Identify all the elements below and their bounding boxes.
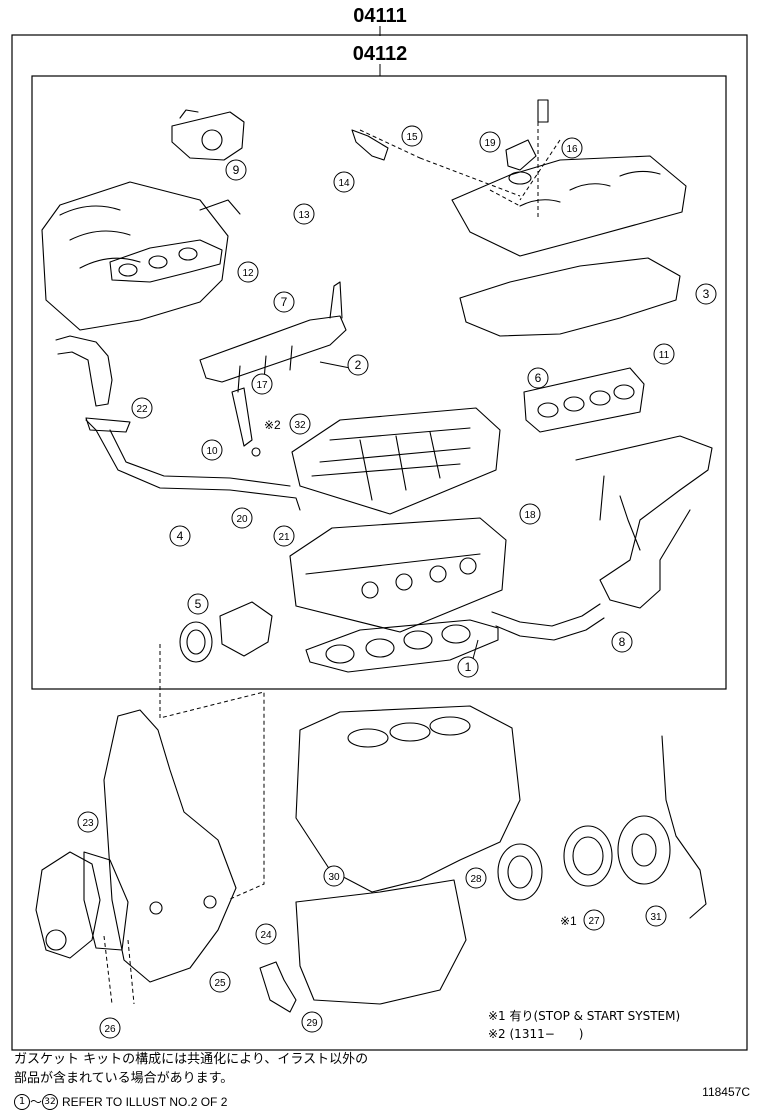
exhaust-front-pipe-drawing bbox=[55, 335, 301, 511]
head-cover-gasket-drawing bbox=[459, 257, 681, 337]
callout-11: 11 bbox=[659, 350, 670, 361]
camshaft-housing-drawing bbox=[291, 407, 501, 515]
outer-kit-frame bbox=[11, 34, 748, 1051]
callout-3: 3 bbox=[703, 287, 710, 301]
intake-manifold-drawing bbox=[41, 181, 241, 331]
range-tilde: ～ bbox=[30, 1095, 43, 1109]
callout-10: 10 bbox=[206, 446, 218, 457]
head-cover-drawing bbox=[451, 155, 687, 257]
vvt-sensor-drawing bbox=[351, 129, 389, 161]
oil-filter-bracket-drawing bbox=[259, 961, 297, 1013]
callout-12: 12 bbox=[242, 268, 254, 279]
callout-23: 23 bbox=[82, 818, 94, 829]
oil-pan-drawing bbox=[295, 879, 467, 1005]
callout-19: 19 bbox=[484, 138, 496, 149]
inner-kit-frame bbox=[31, 75, 727, 690]
exhaust-manifold-gasket-drawing bbox=[523, 367, 645, 433]
callout-30: 30 bbox=[328, 872, 340, 883]
callout-8: 8 bbox=[619, 635, 626, 649]
throttle-body-drawing bbox=[171, 109, 245, 161]
oil-filler-drawing bbox=[505, 99, 549, 171]
callout-1: 1 bbox=[465, 660, 472, 674]
rear-oil-seal-retainer-drawing bbox=[563, 825, 613, 887]
callout-13: 13 bbox=[298, 210, 310, 221]
head-gasket-drawing bbox=[305, 619, 499, 673]
oil-dipstick-guide-drawing bbox=[661, 735, 707, 919]
callout-2: 2 bbox=[355, 358, 362, 372]
figure-code: 118457C bbox=[702, 1085, 750, 1099]
kit-number-inner: 04112 bbox=[353, 43, 408, 65]
callout-24: 24 bbox=[260, 930, 272, 941]
callout-7: 7 bbox=[281, 295, 288, 309]
range-start-badge: 1 bbox=[14, 1094, 30, 1110]
water-pump-gasket-drawing bbox=[83, 851, 129, 951]
footer-japanese-line-1: ガスケット キットの構成には共通化により、イラスト以外の bbox=[14, 1052, 369, 1067]
callout-4: 4 bbox=[177, 529, 184, 543]
fuel-rail-drawing bbox=[199, 281, 347, 393]
callout-22: 22 bbox=[136, 404, 148, 415]
callout-26: 26 bbox=[104, 1024, 116, 1035]
legend-note-2: ※2 (1311− ) bbox=[488, 1027, 584, 1041]
callout-32: 32 bbox=[294, 420, 306, 431]
callout-9: 9 bbox=[233, 163, 240, 177]
callout-17: 17 bbox=[256, 380, 268, 391]
refer-text: REFER TO ILLUST NO.2 OF 2 bbox=[62, 1095, 228, 1109]
water-pump-drawing bbox=[35, 851, 101, 959]
callout-21: 21 bbox=[278, 532, 290, 543]
front-oil-seal-drawing bbox=[179, 621, 213, 663]
callout-28: 28 bbox=[470, 874, 482, 885]
callout-5: 5 bbox=[195, 597, 202, 611]
callout-31: 31 bbox=[650, 912, 662, 923]
flywheel-drawing bbox=[617, 815, 671, 885]
callout-18: 18 bbox=[524, 510, 536, 521]
marker-note-2: ※2 bbox=[264, 418, 281, 432]
exhaust-pipe-drawing bbox=[491, 603, 605, 641]
callout-16: 16 bbox=[566, 144, 578, 155]
range-end-badge: 32 bbox=[42, 1094, 59, 1110]
timing-cover-drawing bbox=[103, 709, 237, 983]
injector-drawing bbox=[231, 387, 261, 457]
callout-14: 14 bbox=[338, 178, 350, 189]
oil-pump-cover-drawing bbox=[219, 601, 273, 657]
rear-oil-seal-drawing bbox=[497, 843, 543, 901]
footer-refer-line: 1 ～ 32 REFER TO ILLUST NO.2 OF 2 bbox=[14, 1094, 227, 1110]
cylinder-head-drawing bbox=[289, 517, 507, 633]
footer-japanese-line-2: 部品が含まれている場合があります。 bbox=[14, 1071, 234, 1086]
callout-15: 15 bbox=[406, 132, 418, 143]
cylinder-block-drawing bbox=[295, 705, 521, 893]
callout-6: 6 bbox=[535, 371, 542, 385]
callout-25: 25 bbox=[214, 978, 226, 989]
kit-number-outer: 04111 bbox=[353, 5, 406, 27]
callout-20: 20 bbox=[236, 514, 248, 525]
legend-note-1: ※1 有り(STOP & START SYSTEM) bbox=[488, 1009, 681, 1023]
callout-29: 29 bbox=[306, 1018, 318, 1029]
marker-note-1: ※1 bbox=[560, 914, 577, 928]
callout-27: 27 bbox=[588, 916, 600, 927]
exhaust-manifold-drawing bbox=[575, 435, 713, 609]
